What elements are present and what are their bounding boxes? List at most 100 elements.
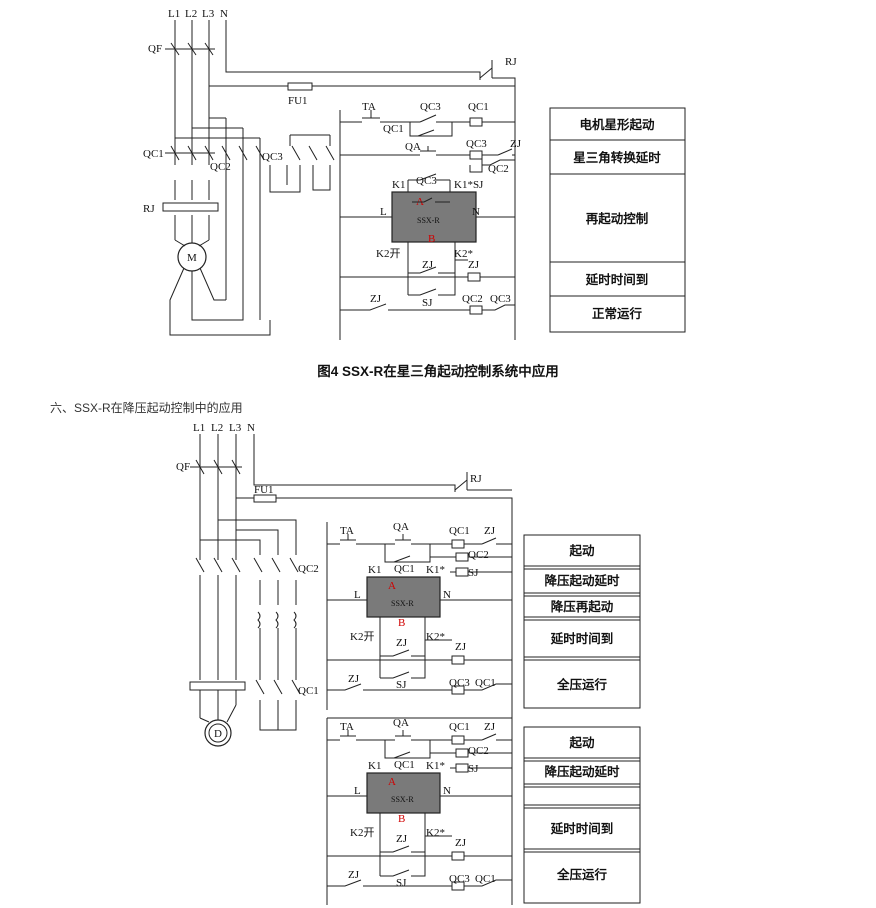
fig4-label-k1: K1 xyxy=(392,179,405,191)
fig5-t1-row-2: 降压起动延时 xyxy=(544,573,620,588)
fig5-c1-label-k1star: K1* xyxy=(426,564,445,576)
fig5-label-l1: L1 xyxy=(193,422,205,434)
fig4-label-l3: L3 xyxy=(202,8,215,20)
fig5-label-qf: QF xyxy=(176,461,190,473)
fig5-t2-row-1: 起动 xyxy=(568,735,595,750)
fig5-c1-terminal-b: B xyxy=(398,617,405,629)
fig5-t2-row-2: 降压起动延时 xyxy=(544,764,620,779)
fig5-control-circuit-1: TA QA QC1 ZJ QC2 SJ SSX-R A B K1 QC1 K1*… xyxy=(326,521,512,710)
fig4-label-zj-mid: ZJ xyxy=(422,259,434,271)
fig4-label-fu1: FU1 xyxy=(288,95,308,107)
fig4-label-qc2-main: QC2 xyxy=(210,161,231,173)
fig5-t1-row-3: 降压再起动 xyxy=(551,599,614,614)
fig4-label-qc1-coil: QC1 xyxy=(468,101,489,113)
fig4-label-qc2-coil: QC2 xyxy=(488,163,509,175)
fig5-c2-label-k2open: K2开 xyxy=(350,827,374,839)
fig5-c2-label-ta: TA xyxy=(340,721,354,733)
fig5-label-fu1: FU1 xyxy=(254,484,274,496)
fig5-c1-label-ta: TA xyxy=(340,525,354,537)
fig4-label-qc3-k1: QC3 xyxy=(416,175,437,187)
fig4-control-circuit: TA QC3 QC1 QC1 QA QC3 ZJ QC2 SSX-R A B K… xyxy=(339,101,522,340)
fig5-label-l3: L3 xyxy=(229,422,242,434)
fig5-c1-ssx-r-label: SSX-R xyxy=(391,599,414,608)
fig4-label-qf: QF xyxy=(148,43,162,55)
fig5-t1-row-1: 起动 xyxy=(568,543,595,558)
fig5-c1-label-sj: SJ xyxy=(468,567,479,579)
fig4-label-ta: TA xyxy=(362,101,376,113)
fig4-label-qa: QA xyxy=(405,141,421,153)
fig5-c1-label-qc1-end: QC1 xyxy=(475,677,496,689)
fig5-c2-label-zj: ZJ xyxy=(484,721,496,733)
fig5-c1-label-k2star: K2* xyxy=(426,631,445,643)
fig4-motor-label: M xyxy=(187,252,197,264)
fig5-motor-label: D xyxy=(214,728,222,740)
fig4-label-qc1-hold: QC1 xyxy=(383,123,404,135)
fig4-label-qc2-bottom: QC2 xyxy=(462,293,483,305)
fig5-c1-label-qc2: QC2 xyxy=(468,549,489,561)
fig4-label-l: L xyxy=(380,206,387,218)
fig4-label-rj-heater: RJ xyxy=(143,203,155,215)
fig4-ssx-r-label: SSX-R xyxy=(417,216,440,225)
fig5-c2-label-qc1: QC1 xyxy=(449,721,470,733)
fig5-t2-row-4: 延时时间到 xyxy=(550,821,614,836)
fig5-c2-label-zj-mid: ZJ xyxy=(396,833,408,845)
fig4-table-row-4: 延时时间到 xyxy=(585,272,649,287)
fig5-power-circuit: L1 L2 L3 N QF FU1 RJ QC2 QC1 D xyxy=(176,422,513,905)
fig4-label-qc3-coil: QC3 xyxy=(466,138,487,150)
fig5-c2-label-qc2: QC2 xyxy=(468,745,489,757)
fig4-label-k1star-sj: K1*SJ xyxy=(454,179,484,191)
fig5-c1-label-sj-b: SJ xyxy=(396,679,407,691)
fig5-c2-label-k1star: K1* xyxy=(426,760,445,772)
fig4-ssx-r-relay xyxy=(391,191,477,243)
fig5-thermal-relay xyxy=(189,681,246,691)
fig5-c1-label-k2open: K2开 xyxy=(350,631,374,643)
fig5-c2-label-zj-coil: ZJ xyxy=(455,837,467,849)
fig5-c1-label-l: L xyxy=(354,589,361,601)
fig5-label-qc2: QC2 xyxy=(298,563,319,575)
fig5-c1-label-n: N xyxy=(443,589,451,601)
fig5-state-table-1: 起动 降压起动延时 降压再起动 延时时间到 全压运行 xyxy=(523,534,641,709)
fig5-c2-label-qc1b: QC1 xyxy=(394,759,415,771)
fig4-label-zj-coil: ZJ xyxy=(468,259,480,271)
fig5-c1-label-zj-mid: ZJ xyxy=(396,637,408,649)
fig4-label-qc3-bottom: QC3 xyxy=(490,293,511,305)
fig5-c1-label-zj-bottom: ZJ xyxy=(348,673,360,685)
fig4-thermal-relay xyxy=(162,202,219,212)
fig5-c2-ssx-r-label: SSX-R xyxy=(391,795,414,804)
fig4-label-k2star: K2* xyxy=(454,248,473,260)
fig4-label-rj-top: RJ xyxy=(505,56,517,68)
fig5-label-n: N xyxy=(247,422,255,434)
fig4-label-qc1-main: QC1 xyxy=(143,148,164,160)
fig5-t1-row-5: 全压运行 xyxy=(556,677,608,692)
fig4-fuse-fu1 xyxy=(287,82,313,91)
fig5-c2-label-sj-b: SJ xyxy=(396,877,407,889)
fig4-table-row-2: 星三角转换延时 xyxy=(573,150,661,165)
fig5-c2-label-qa: QA xyxy=(393,717,409,729)
fig4-label-sj: SJ xyxy=(422,297,433,309)
fig5-c2-terminal-b: B xyxy=(398,813,405,825)
fig4-label-zj-bottom: ZJ xyxy=(370,293,382,305)
fig5-label-rj: RJ xyxy=(470,473,482,485)
fig5-c1-label-qa: QA xyxy=(393,521,409,533)
fig4-table-row-5: 正常运行 xyxy=(592,306,643,321)
fig5-c1-label-qc1b: QC1 xyxy=(394,563,415,575)
fig5-label-l2: L2 xyxy=(211,422,223,434)
fig4-terminal-b: B xyxy=(428,233,435,245)
fig5-c1-label-qc1: QC1 xyxy=(449,525,470,537)
fig4-power-circuit: L1 L2 L3 N QF FU1 RJ QC1 QC2 QC3 RJ xyxy=(143,8,517,340)
fig5-c2-label-n: N xyxy=(443,785,451,797)
fig4-state-table: 电机星形起动 星三角转换延时 再起动控制 延时时间到 正常运行 xyxy=(549,107,686,333)
fig4-label-l1: L1 xyxy=(168,8,180,20)
fig5-c2-label-sj: SJ xyxy=(468,763,479,775)
fig4-label-zj-top: ZJ xyxy=(510,138,522,150)
fig5-c1-ssx-r-relay xyxy=(366,576,441,618)
fig5-c2-label-l: L xyxy=(354,785,361,797)
fig5-c1-label-zj-coil: ZJ xyxy=(455,641,467,653)
fig5-t1-row-4: 延时时间到 xyxy=(550,631,614,646)
fig5-c2-label-k2star: K2* xyxy=(426,827,445,839)
fig5-control-circuit-2: TA QA QC1 ZJ QC2 SJ SSX-R A B K1 QC1 K1*… xyxy=(326,717,512,905)
fig4-label-n: N xyxy=(472,206,480,218)
fig4-label-n: N xyxy=(220,8,228,20)
fig5-c1-label-k1: K1 xyxy=(368,564,381,576)
